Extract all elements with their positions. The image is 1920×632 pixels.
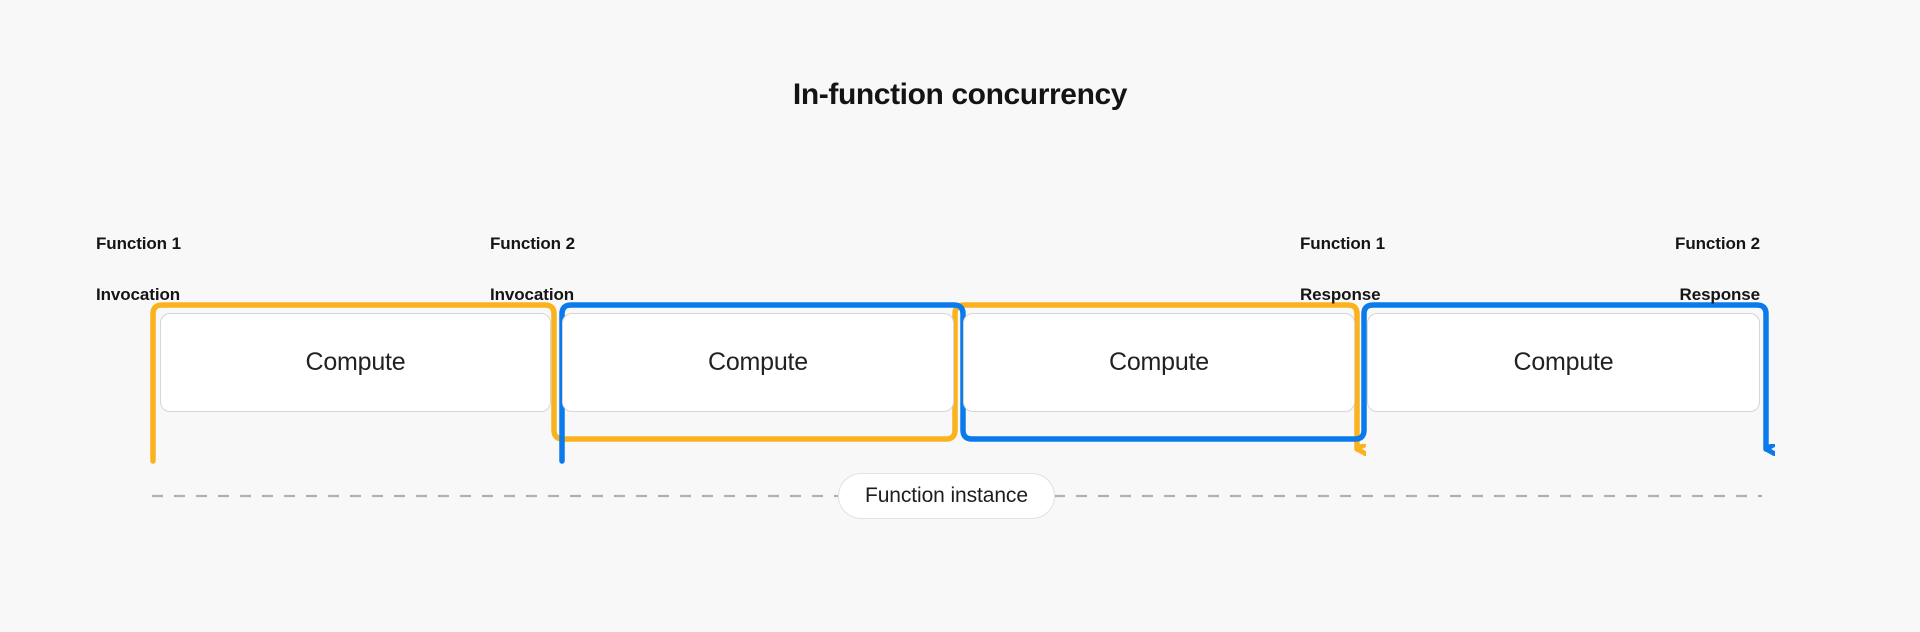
marker-line-2: Response (1300, 285, 1381, 305)
compute-box-label: Compute (707, 348, 809, 376)
compute-box: Compute (1367, 313, 1760, 412)
marker-line-1: Function 1 (1300, 233, 1385, 253)
function-2-flow-path (559, 302, 1766, 464)
marker-line-1: Function 2 (1675, 233, 1760, 253)
compute-box-label: Compute (1108, 348, 1210, 376)
page-title: In-function concurrency (792, 78, 1128, 111)
compute-box: Compute (963, 313, 1355, 412)
function-instance-label: Function instance (865, 484, 1028, 507)
marker-line-2: Invocation (490, 285, 575, 305)
compute-box: Compute (160, 313, 551, 412)
function-1-flow-path (150, 302, 1357, 464)
compute-box-label: Compute (1513, 348, 1614, 376)
marker-function-2-invocation: Function 2 Invocation (490, 205, 575, 308)
function-instance-pill: Function instance (838, 473, 1055, 519)
marker-function-2-response: Function 2 Response (1600, 205, 1760, 308)
compute-box-label: Compute (305, 348, 406, 376)
compute-box: Compute (562, 313, 954, 412)
marker-function-1-invocation: Function 1 Invocation (96, 205, 181, 308)
marker-line-2: Invocation (96, 285, 181, 305)
marker-line-1: Function 1 (96, 233, 181, 253)
marker-line-1: Function 2 (490, 233, 575, 253)
marker-function-1-response: Function 1 Response (1300, 205, 1385, 308)
marker-line-2: Response (1679, 285, 1761, 305)
